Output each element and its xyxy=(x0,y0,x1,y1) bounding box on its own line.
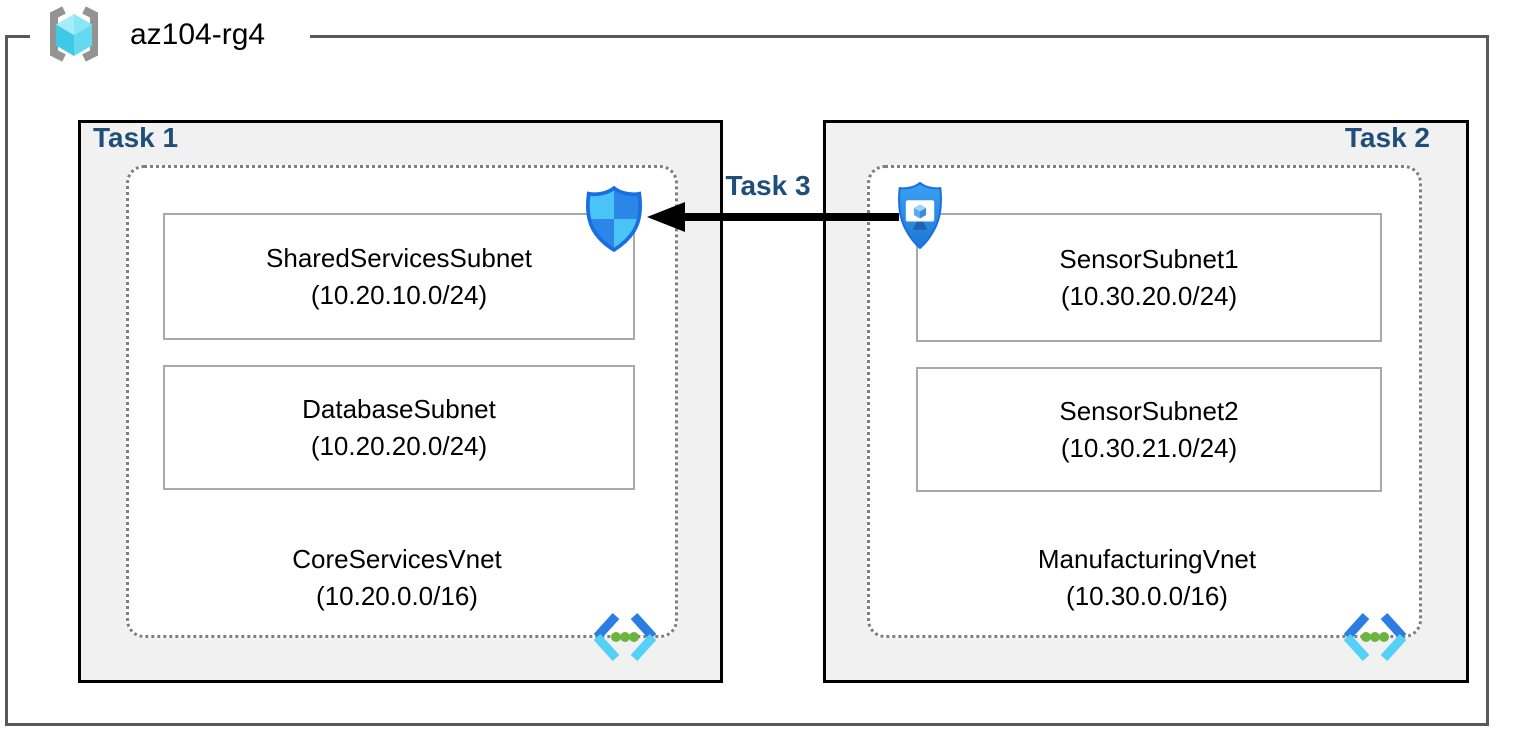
virtual-network-icon xyxy=(1342,612,1408,662)
bastion-icon xyxy=(895,181,945,254)
peering-arrow xyxy=(645,201,899,233)
vnet-cidr: (10.30.0.0/16) xyxy=(1066,581,1228,611)
subnet-sensor1: SensorSubnet1 (10.30.20.0/24) xyxy=(916,213,1382,342)
subnet-cidr: (10.30.20.0/24) xyxy=(1060,280,1238,311)
vnet-cidr: (10.20.0.0/16) xyxy=(316,581,478,611)
vnet-name: CoreServicesVnet xyxy=(292,544,502,574)
virtual-network-icon xyxy=(592,612,658,662)
task2-label: Task 2 xyxy=(1344,122,1430,153)
subnet-database: DatabaseSubnet (10.20.20.0/24) xyxy=(163,365,635,490)
subnet-cidr: (10.30.21.0/24) xyxy=(1060,432,1238,463)
subnet-cidr: (10.20.20.0/24) xyxy=(310,430,488,461)
subnet-cidr: (10.20.10.0/24) xyxy=(310,279,488,310)
resource-group-label-gap xyxy=(30,30,310,42)
resource-group-name: az104-rg4 xyxy=(130,18,266,51)
vnet-name: ManufacturingVnet xyxy=(1037,544,1257,574)
resource-group-icon xyxy=(42,5,106,63)
resource-group-boundary xyxy=(5,35,1489,726)
subnet-name: DatabaseSubnet xyxy=(302,393,496,424)
subnet-sensor2: SensorSubnet2 (10.30.21.0/24) xyxy=(916,367,1382,492)
subnet-name: SensorSubnet1 xyxy=(1059,243,1239,274)
subnet-name: SharedServicesSubnet xyxy=(266,242,532,273)
vnet-label-manufacturing: ManufacturingVnet (10.30.0.0/16) xyxy=(916,541,1378,615)
network-security-group-shield-icon xyxy=(584,185,644,253)
subnet-sharedservices: SharedServicesSubnet (10.20.10.0/24) xyxy=(163,213,635,340)
vnet-label-coreservices: CoreServicesVnet (10.20.0.0/16) xyxy=(163,541,631,615)
task1-label: Task 1 xyxy=(93,122,179,153)
subnet-name: SensorSubnet2 xyxy=(1059,395,1239,426)
task3-label: Task 3 xyxy=(725,170,811,201)
